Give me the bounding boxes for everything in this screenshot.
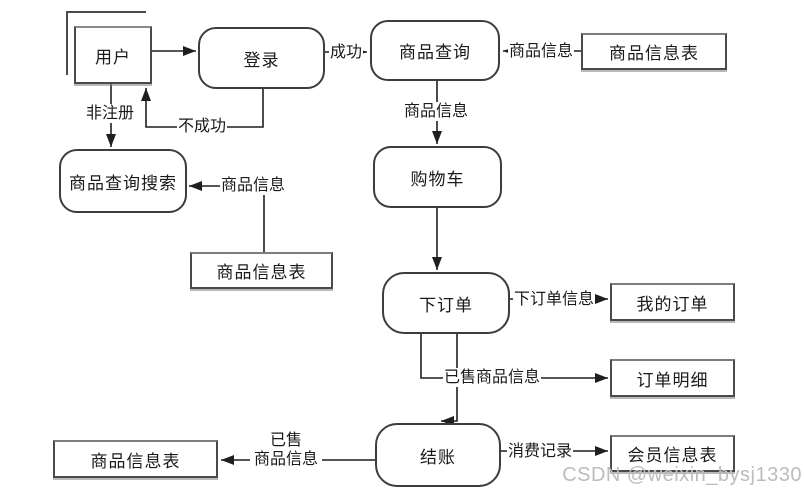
store-product-info-table-top-label: 商品信息表 xyxy=(609,44,699,63)
edge-order-details xyxy=(420,334,608,383)
process-checkout: 结账 xyxy=(375,423,501,487)
process-login-label: 登录 xyxy=(243,50,280,70)
process-product-query-search-label: 商品查询搜索 xyxy=(69,173,177,193)
edge-label-product-info-cart: 商品信息 xyxy=(403,102,470,121)
process-product-query-search: 商品查询搜索 xyxy=(59,149,187,213)
store-product-info-table-bottom: 商品信息表 xyxy=(53,440,218,478)
store-order-details-label: 订单明细 xyxy=(636,370,709,390)
process-place-order-label: 下订单 xyxy=(419,295,473,315)
edge-label-product-info-top: 商品信息 xyxy=(508,42,575,61)
process-checkout-label: 结账 xyxy=(420,447,456,467)
process-login: 登录 xyxy=(198,27,325,89)
edge-label-success: 成功 xyxy=(329,43,364,62)
edge-label-sold-product-info: 已售商品信息 xyxy=(443,368,542,387)
edge-label-fail: 不成功 xyxy=(177,117,228,136)
process-place-order: 下订单 xyxy=(382,272,510,334)
store-my-orders-label: 我的订单 xyxy=(636,294,709,314)
store-product-info-table-mid-label: 商品信息表 xyxy=(216,263,307,282)
edge-label-product-info-search: 商品信息 xyxy=(220,176,287,195)
store-order-details: 订单明细 xyxy=(610,359,735,397)
process-product-query-label: 商品查询 xyxy=(399,43,471,62)
edge-table-search xyxy=(189,181,265,252)
user-offset-outline xyxy=(66,11,146,75)
entity-user-label: 用户 xyxy=(95,47,131,67)
edge-label-sold-line1: 已售 xyxy=(269,432,302,449)
process-cart-label: 购物车 xyxy=(410,169,465,189)
entity-user: 用户 xyxy=(74,26,152,84)
process-product-query: 商品查询 xyxy=(370,20,500,81)
edge-label-order-info: 下订单信息 xyxy=(513,290,596,309)
store-member-info-table-label: 会员信息表 xyxy=(627,446,718,465)
edge-order-checkout xyxy=(441,334,458,426)
store-member-info-table: 会员信息表 xyxy=(610,435,735,472)
store-product-info-table-top: 商品信息表 xyxy=(581,33,727,70)
edge-label-sold-product-info-bottom: 已售 商品信息 xyxy=(250,431,322,469)
process-cart: 购物车 xyxy=(373,146,502,208)
edge-label-unregistered: 非注册 xyxy=(85,104,136,123)
store-my-orders: 我的订单 xyxy=(610,283,735,321)
edge-label-sold-line2: 商品信息 xyxy=(253,451,318,468)
store-product-info-table-bottom-label: 商品信息表 xyxy=(90,451,181,471)
edge-label-consumption-record: 消费记录 xyxy=(507,442,574,461)
store-product-info-table-mid: 商品信息表 xyxy=(190,252,333,289)
csdn-watermark: CSDN @weixin_bysj1330 xyxy=(562,464,802,486)
